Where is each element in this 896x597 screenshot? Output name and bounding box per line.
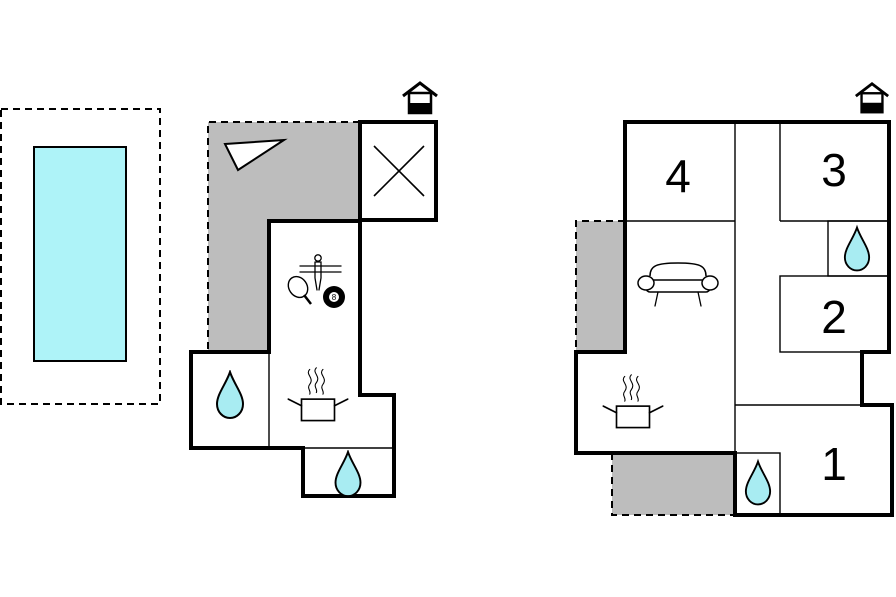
first-floor: 4 3 2 1 bbox=[574, 82, 894, 517]
water-drop-icon bbox=[216, 371, 244, 419]
pool-area bbox=[0, 108, 161, 405]
terrace-bottom bbox=[611, 453, 735, 516]
terrace-left bbox=[575, 220, 625, 352]
terrace bbox=[207, 121, 360, 352]
bedroom-3-label: 3 bbox=[821, 144, 847, 196]
pool-icon bbox=[33, 146, 127, 362]
ground-floor-walls bbox=[189, 219, 396, 498]
bedroom-4-label: 4 bbox=[665, 150, 691, 202]
ground-floor: 8 bbox=[0, 81, 439, 498]
activity-room: 8 bbox=[287, 254, 345, 308]
entrance-house-icon bbox=[401, 81, 439, 115]
storage-room bbox=[358, 120, 438, 222]
terrace-icon bbox=[223, 138, 288, 172]
billiard-ball-icon: 8 bbox=[323, 286, 345, 308]
table-tennis-icon bbox=[287, 275, 312, 305]
billiard-ball-number: 8 bbox=[332, 293, 337, 302]
water-drop-icon bbox=[744, 460, 772, 506]
sofa-icon bbox=[637, 262, 719, 307]
cross-icon bbox=[373, 145, 425, 197]
cooking-pot-icon bbox=[602, 373, 664, 429]
foosball-icon bbox=[299, 254, 342, 291]
bedroom-1-label: 1 bbox=[821, 438, 847, 490]
cooking-pot-icon bbox=[287, 366, 349, 422]
entrance-house-icon bbox=[854, 82, 890, 114]
bedroom-2-label: 2 bbox=[821, 291, 847, 343]
water-drop-icon bbox=[843, 226, 871, 272]
water-drop-icon bbox=[334, 450, 362, 498]
